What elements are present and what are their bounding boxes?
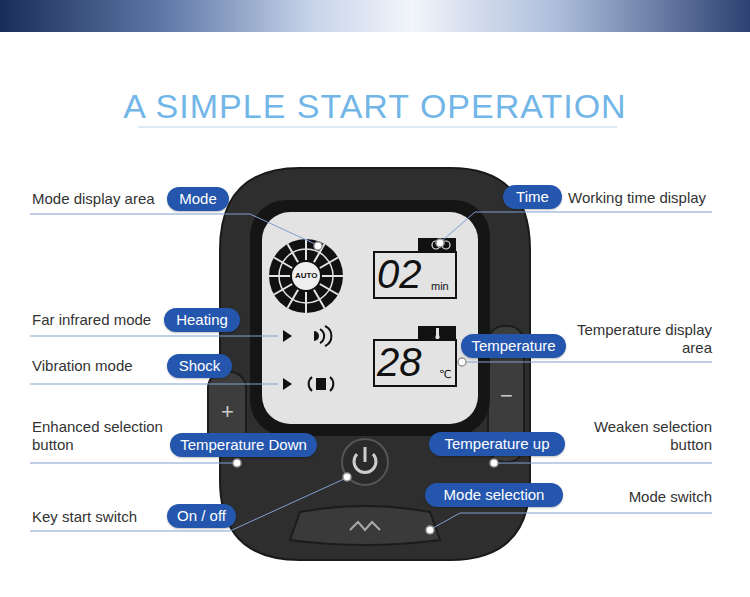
mode-readout: AUTO xyxy=(295,271,318,281)
play-triangle xyxy=(283,378,292,390)
callout-tag: Temperature up xyxy=(429,432,565,456)
screen-bezel xyxy=(250,200,490,436)
temp-tab xyxy=(418,326,456,340)
description: Weaken selection button xyxy=(575,418,712,454)
callout-tag: Shock xyxy=(167,354,232,378)
tag-text: Temperature Down xyxy=(180,433,307,457)
button-symbol: + xyxy=(221,399,234,425)
wheel-segments xyxy=(269,239,343,313)
tag-text: Temperature xyxy=(471,334,555,358)
description: Working time display xyxy=(568,189,728,207)
description: Temperature display area xyxy=(572,321,712,357)
description: Mode switch xyxy=(600,488,712,506)
callout-tag: Mode xyxy=(167,187,229,211)
wheel-ring xyxy=(279,249,333,303)
time-tab xyxy=(418,238,456,252)
description: Mode display area xyxy=(32,190,166,208)
description: Enhanced selection button xyxy=(32,418,164,454)
callout-tag: Mode selection xyxy=(425,483,563,507)
title: A SIMPLE START OPERATION xyxy=(0,86,750,126)
temp-unit: ℃ xyxy=(439,368,451,380)
callout-tag: Temperature xyxy=(461,334,566,358)
thermometer-icon xyxy=(436,328,439,336)
callout-tag: Temperature Down xyxy=(170,433,317,457)
temp-box xyxy=(374,340,456,386)
play-triangle xyxy=(283,330,292,342)
time-unit: min xyxy=(431,280,449,292)
mode-wheel xyxy=(269,239,343,313)
tag-text: Mode selection xyxy=(444,483,545,507)
tag-text: On / off xyxy=(177,504,226,528)
shock-icon xyxy=(309,377,312,391)
tag-text: Heating xyxy=(176,308,228,332)
power-button xyxy=(342,439,388,485)
description: Vibration mode xyxy=(32,357,162,375)
leader-lines xyxy=(30,212,712,531)
heating-icon xyxy=(320,329,324,343)
thermometer-icon xyxy=(435,335,439,339)
callout-tag: On / off xyxy=(167,504,236,528)
top-banner xyxy=(0,0,750,32)
tag-text: Mode xyxy=(179,187,217,211)
shock-icon xyxy=(330,377,333,391)
power-icon xyxy=(364,447,367,462)
time-box xyxy=(374,252,456,298)
button-symbol: − xyxy=(500,383,513,409)
mode-icon xyxy=(350,522,380,530)
tag-text: Time xyxy=(516,185,549,209)
description: Key start switch xyxy=(32,508,162,526)
callout-tag: Time xyxy=(503,185,562,209)
lcd-screen xyxy=(262,212,478,424)
mode-button xyxy=(290,506,440,545)
auto-center xyxy=(291,261,321,291)
title-underline xyxy=(138,127,617,128)
shock-icon xyxy=(316,378,326,390)
heating-icon xyxy=(325,326,331,346)
time-digits: 02 xyxy=(377,254,422,294)
tag-text: Shock xyxy=(179,354,221,378)
tag-text: Temperature up xyxy=(444,432,549,456)
temp-digits: 28 xyxy=(377,342,422,382)
description: Far infrared mode xyxy=(32,311,160,329)
heating-icon xyxy=(314,331,319,341)
callout-tag: Heating xyxy=(164,308,240,332)
